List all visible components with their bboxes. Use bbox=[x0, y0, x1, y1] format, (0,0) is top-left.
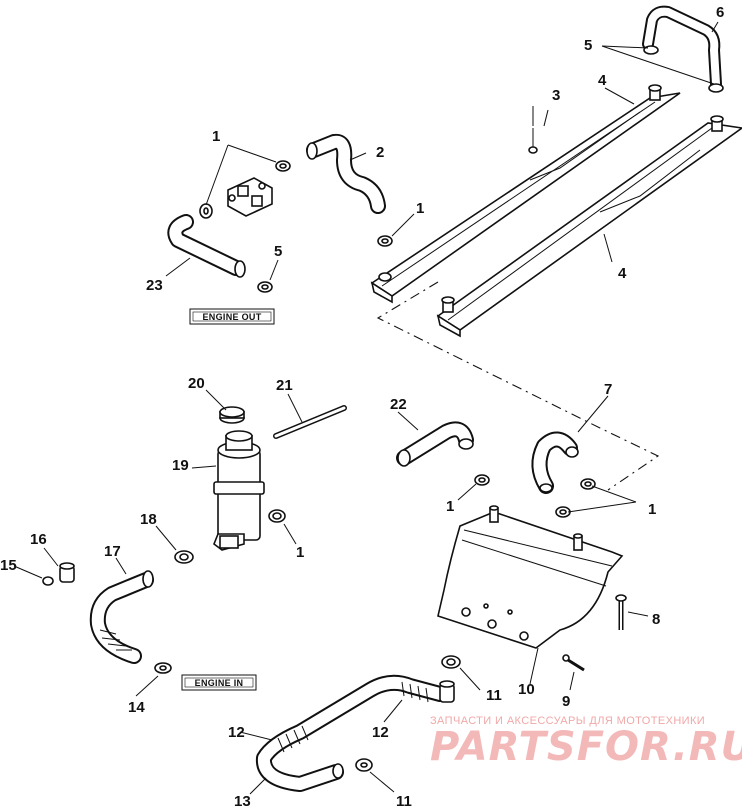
crossover-hose bbox=[642, 5, 724, 93]
bypass-hose bbox=[255, 674, 448, 792]
routing-dashed-line bbox=[376, 281, 660, 491]
callout-21: 21 bbox=[276, 377, 293, 394]
engine-in-text: ENGINE IN bbox=[195, 678, 244, 688]
callout-12-right: 12 bbox=[372, 724, 389, 741]
hose-clamp bbox=[474, 474, 490, 486]
callout-23: 23 bbox=[146, 277, 163, 294]
callout-19: 19 bbox=[172, 457, 189, 474]
heat-exchanger-hose bbox=[531, 431, 579, 494]
watermark-tagline: ЗАПЧАСТИ И АКСЕССУАРЫ ДЛЯ МОТОТЕХНИКИ bbox=[430, 715, 705, 727]
callout-8: 8 bbox=[652, 611, 660, 628]
callout-22: 22 bbox=[390, 396, 407, 413]
callout-5-crossover: 5 bbox=[584, 37, 592, 54]
pump-hose bbox=[396, 421, 474, 467]
heat-exchanger-lower bbox=[436, 115, 742, 338]
callout-11-lower: 11 bbox=[396, 793, 412, 810]
hose-clamp bbox=[580, 478, 596, 490]
callout-1-outlet: 1 bbox=[416, 200, 424, 217]
outlet-hose bbox=[306, 133, 386, 214]
callout-14: 14 bbox=[128, 699, 145, 716]
callout-17: 17 bbox=[104, 543, 121, 560]
hose-clamp bbox=[174, 550, 194, 564]
engine-out-label: ENGINE OUT bbox=[189, 308, 275, 325]
fitting bbox=[59, 562, 75, 583]
callout-4-upper: 4 bbox=[598, 72, 607, 89]
hose-clamp bbox=[377, 235, 393, 247]
mounting-bolt bbox=[528, 128, 538, 154]
watermark-brand: PARTSFOR.RU bbox=[430, 724, 742, 770]
watermark: ЗАПЧАСТИ И АКСЕССУАРЫ ДЛЯ МОТОТЕХНИКИ PA… bbox=[430, 715, 742, 770]
hose-clamp bbox=[555, 506, 571, 518]
mounting-stud bbox=[615, 594, 627, 630]
hose-clamp bbox=[154, 662, 172, 674]
callout-20: 20 bbox=[188, 375, 205, 392]
hose-fitting bbox=[439, 680, 455, 703]
engine-out-hose bbox=[167, 214, 246, 278]
pump-shield bbox=[437, 505, 624, 649]
heat-exchanger-upper bbox=[370, 84, 681, 304]
hose-clamp bbox=[199, 203, 213, 219]
hose-clamp bbox=[275, 160, 291, 172]
callout-11-upper: 11 bbox=[486, 687, 502, 704]
callout-1-reservoir: 1 bbox=[296, 544, 304, 561]
callout-6: 6 bbox=[716, 4, 724, 21]
engine-in-label: ENGINE IN bbox=[181, 674, 257, 691]
engine-out-text: ENGINE OUT bbox=[202, 312, 261, 322]
coolant-reservoir bbox=[213, 430, 265, 551]
callout-3: 3 bbox=[552, 87, 560, 104]
leader-lines bbox=[13, 21, 719, 795]
callout-9: 9 bbox=[562, 693, 570, 710]
reservoir-cap bbox=[219, 406, 245, 424]
callout-15: 15 bbox=[0, 557, 17, 574]
callout-16: 16 bbox=[30, 531, 47, 548]
thermostat-housing bbox=[227, 177, 273, 217]
shield-screw bbox=[562, 654, 585, 672]
callout-2: 2 bbox=[376, 144, 384, 161]
callout-18: 18 bbox=[140, 511, 157, 528]
hose-clamp bbox=[441, 655, 461, 669]
hose-clamp bbox=[257, 281, 273, 293]
overflow-tube bbox=[273, 405, 347, 439]
callout-10: 10 bbox=[518, 681, 535, 698]
callout-12-left: 12 bbox=[228, 724, 245, 741]
callout-13: 13 bbox=[234, 793, 251, 810]
callout-7: 7 bbox=[604, 381, 612, 398]
callout-1-thermostat: 1 bbox=[212, 128, 220, 145]
callout-numbers: 1 2 1 3 4 5 6 5 23 4 20 21 19 1 18 16 15… bbox=[0, 4, 724, 810]
hose-clamp bbox=[355, 758, 373, 772]
callout-1-shield: 1 bbox=[648, 501, 656, 518]
callout-4-lower: 4 bbox=[618, 265, 627, 282]
callout-1-pump: 1 bbox=[446, 498, 454, 515]
washer bbox=[42, 576, 54, 586]
engine-in-hose bbox=[89, 570, 154, 664]
callout-5-outlet: 5 bbox=[274, 243, 282, 260]
hose-clamp bbox=[268, 509, 286, 523]
